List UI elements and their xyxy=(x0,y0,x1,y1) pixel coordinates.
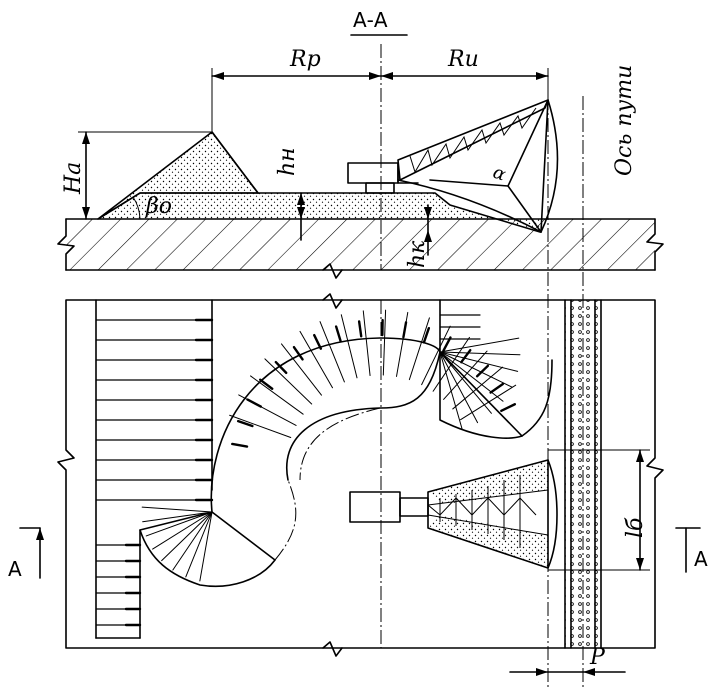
spoil-block-top xyxy=(439,299,481,353)
plan-view: lб P А А xyxy=(8,96,708,690)
section-title: А-А xyxy=(353,8,388,32)
label-ha: Hа xyxy=(61,162,86,195)
hoist-rope xyxy=(540,99,549,233)
excavator-side xyxy=(347,99,559,233)
drag-rope xyxy=(507,99,549,187)
section-marker-left-label: А xyxy=(8,557,22,581)
angle-arc-beta xyxy=(132,196,141,220)
dimension-hk xyxy=(424,204,432,256)
label-hn: hн xyxy=(275,147,300,176)
dimension-hn xyxy=(297,192,305,241)
plan-frame xyxy=(57,299,664,649)
label-ri: Rи xyxy=(447,47,479,72)
excavator-track xyxy=(365,182,395,194)
ground-section xyxy=(57,218,664,279)
boom-truss xyxy=(397,99,549,181)
dimension-ha xyxy=(78,131,212,220)
spoil-base-layer xyxy=(98,193,540,232)
break-mark-bottom xyxy=(322,263,343,279)
section-elevation: А-А βо Hа xyxy=(57,8,664,279)
label-beta: βо xyxy=(145,194,172,219)
excavator-plan xyxy=(349,459,558,569)
label-lb: lб xyxy=(623,517,648,538)
section-marker-right xyxy=(675,527,701,573)
label-alpha: α xyxy=(490,162,509,186)
section-marker-left xyxy=(19,527,44,579)
dimension-radii xyxy=(211,68,549,132)
label-axis-track: Ось пути xyxy=(612,65,637,176)
label-p: P xyxy=(589,645,606,670)
dimension-p xyxy=(509,668,626,676)
break-mark-left xyxy=(57,218,75,271)
break-mark-right xyxy=(646,218,664,271)
serpentine-spoil xyxy=(139,309,553,588)
excavator-body xyxy=(347,162,399,184)
dimension-lb xyxy=(548,449,650,571)
section-marker-right-label: А xyxy=(694,547,708,571)
excavator-plan-body xyxy=(349,491,401,523)
break-mark-plan-top xyxy=(322,293,343,309)
spoil-strip-left xyxy=(95,299,214,639)
break-mark-plan-bottom xyxy=(322,641,343,657)
label-hk: hк xyxy=(405,240,430,268)
label-rp: Rр xyxy=(289,47,321,72)
spoil-block-bottom xyxy=(95,529,142,639)
